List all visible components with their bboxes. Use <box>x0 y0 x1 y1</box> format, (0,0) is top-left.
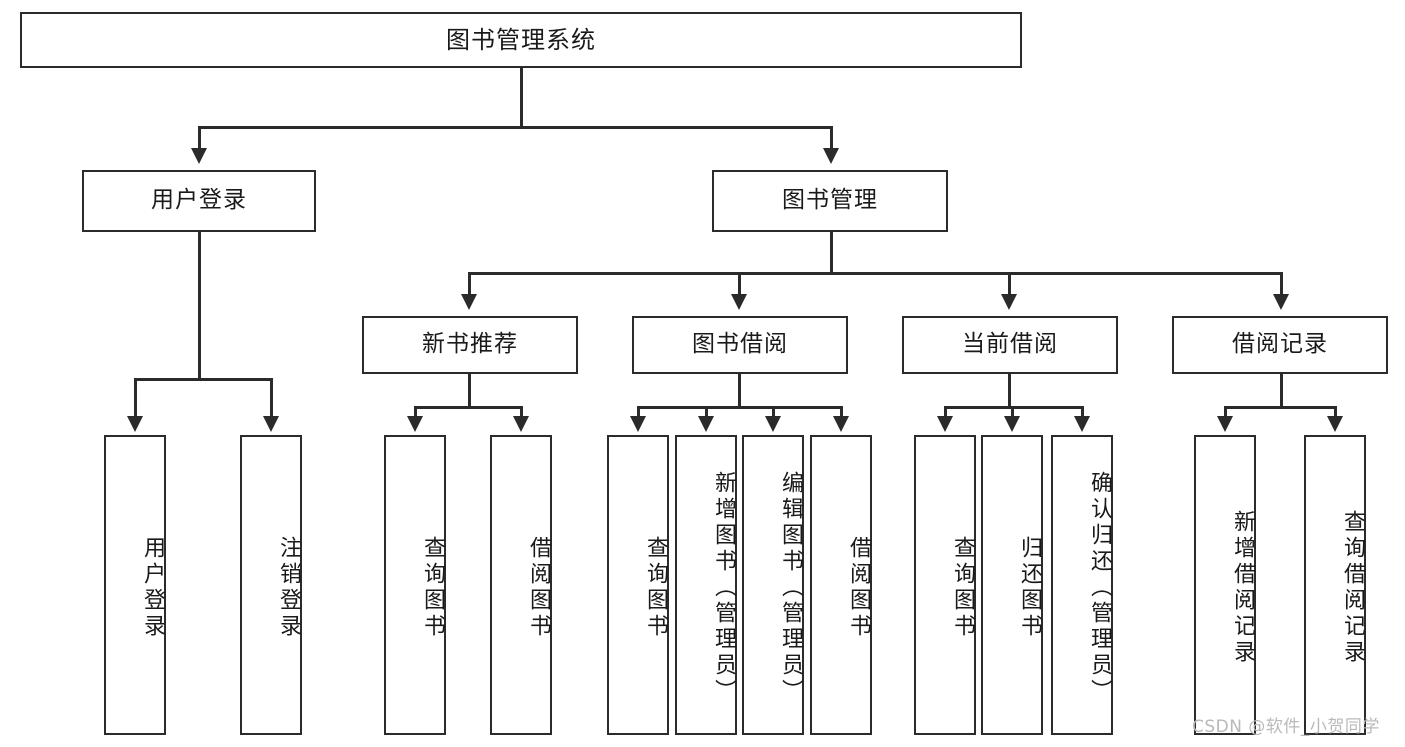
node-用户登录[interactable]: 用户登录 <box>82 170 316 232</box>
node-label: 借阅图书 <box>526 536 551 640</box>
node-label: 新增图书（管理员） <box>711 471 736 705</box>
node-label: 借阅记录 <box>1232 331 1328 358</box>
node-label: 图书管理系统 <box>446 25 596 54</box>
connector-图书借阅-bus <box>637 406 843 409</box>
node-label: 图书借阅 <box>692 331 788 358</box>
connector-借阅记录-drop-1 <box>1224 406 1227 416</box>
arrowhead-to-图书管理 <box>823 148 839 164</box>
leaf-图书借阅-借阅图书[interactable]: 借阅图书 <box>810 435 872 735</box>
leaf-当前借阅-确认归还[interactable]: 确认归还（管理员） <box>1051 435 1113 735</box>
connector-用户登录-bus <box>134 378 272 381</box>
connector-借阅记录-drop-2 <box>1334 406 1337 416</box>
arrowhead-to-用户登录-leaf-1 <box>127 416 143 432</box>
node-图书管理[interactable]: 图书管理 <box>712 170 948 232</box>
arrowhead-to-图书借阅-leaf-4 <box>833 416 849 432</box>
arrowhead-to-用户登录-leaf-2 <box>263 416 279 432</box>
connector-当前借阅-drop-2 <box>1011 406 1014 416</box>
connector-root-drop-2 <box>830 126 833 148</box>
watermark: CSDN @软件_小贺同学 <box>1192 717 1380 737</box>
connector-图书借阅-drop-1 <box>637 406 640 416</box>
node-label: 新书推荐 <box>422 331 518 358</box>
node-label: 归还图书 <box>1017 536 1042 640</box>
connector-新书推荐-drop-1 <box>414 406 417 416</box>
leaf-图书借阅-新增图书[interactable]: 新增图书（管理员） <box>675 435 737 735</box>
connector-新书推荐-drop-2 <box>520 406 523 416</box>
node-label: 注销登录 <box>276 536 301 640</box>
connector-图书管理-bus <box>468 272 1282 275</box>
connector-借阅记录-bus <box>1224 406 1336 409</box>
node-label: 确认归还（管理员） <box>1087 471 1112 705</box>
arrowhead-to-图书借阅-leaf-2 <box>698 416 714 432</box>
arrowhead-to-图书借阅-leaf-1 <box>630 416 646 432</box>
connector-当前借阅-drop-1 <box>944 406 947 416</box>
connector-当前借阅-bus <box>944 406 1084 409</box>
connector-图书管理-drop-3 <box>1008 272 1011 294</box>
leaf-当前借阅-归还图书[interactable]: 归还图书 <box>981 435 1043 735</box>
node-label: 编辑图书（管理员） <box>778 471 803 705</box>
node-root-图书管理系统[interactable]: 图书管理系统 <box>20 12 1022 68</box>
arrowhead-to-用户登录 <box>191 148 207 164</box>
arrowhead-to-当前借阅-leaf-2 <box>1004 416 1020 432</box>
connector-用户登录-drop-2 <box>270 378 273 416</box>
connector-新书推荐-bus <box>414 406 522 409</box>
connector-图书管理-drop-2 <box>738 272 741 294</box>
connector-root-bus <box>198 126 832 129</box>
arrowhead-to-借阅记录-leaf-2 <box>1327 416 1343 432</box>
arrowhead-to-当前借阅 <box>1001 294 1017 310</box>
arrowhead-to-新书推荐-leaf-1 <box>407 416 423 432</box>
connector-图书管理-drop-1 <box>468 272 471 294</box>
node-label: 查询图书 <box>420 536 445 640</box>
node-当前借阅[interactable]: 当前借阅 <box>902 316 1118 374</box>
node-label: 借阅图书 <box>846 536 871 640</box>
node-借阅记录[interactable]: 借阅记录 <box>1172 316 1388 374</box>
node-label: 图书管理 <box>782 187 878 214</box>
leaf-用户登录-用户登录[interactable]: 用户登录 <box>104 435 166 735</box>
leaf-图书借阅-编辑图书[interactable]: 编辑图书（管理员） <box>742 435 804 735</box>
leaf-新书推荐-查询图书[interactable]: 查询图书 <box>384 435 446 735</box>
leaf-用户登录-注销登录[interactable]: 注销登录 <box>240 435 302 735</box>
arrowhead-to-新书推荐 <box>461 294 477 310</box>
arrowhead-to-新书推荐-leaf-2 <box>513 416 529 432</box>
node-label: 查询借阅记录 <box>1340 510 1365 666</box>
connector-当前借阅-drop-3 <box>1081 406 1084 416</box>
leaf-新书推荐-借阅图书[interactable]: 借阅图书 <box>490 435 552 735</box>
arrowhead-to-借阅记录-leaf-1 <box>1217 416 1233 432</box>
arrowhead-to-当前借阅-leaf-3 <box>1074 416 1090 432</box>
node-label: 查询图书 <box>643 536 668 640</box>
arrowhead-to-借阅记录 <box>1273 294 1289 310</box>
node-图书借阅[interactable]: 图书借阅 <box>632 316 848 374</box>
leaf-借阅记录-查询借阅记录[interactable]: 查询借阅记录 <box>1304 435 1366 735</box>
connector-图书借阅-drop-3 <box>772 406 775 416</box>
node-label: 当前借阅 <box>962 331 1058 358</box>
connector-用户登录-stem <box>198 232 201 380</box>
leaf-借阅记录-新增借阅记录[interactable]: 新增借阅记录 <box>1194 435 1256 735</box>
connector-用户登录-drop-1 <box>134 378 137 416</box>
connector-图书管理-stem <box>830 232 833 274</box>
connector-新书推荐-stem <box>468 374 471 408</box>
node-新书推荐[interactable]: 新书推荐 <box>362 316 578 374</box>
arrowhead-to-当前借阅-leaf-1 <box>937 416 953 432</box>
arrowhead-to-图书借阅 <box>731 294 747 310</box>
arrowhead-to-图书借阅-leaf-3 <box>765 416 781 432</box>
connector-图书借阅-drop-2 <box>705 406 708 416</box>
connector-当前借阅-stem <box>1008 374 1011 408</box>
connector-图书借阅-stem <box>738 374 741 408</box>
node-label: 用户登录 <box>140 536 165 640</box>
leaf-图书借阅-查询图书[interactable]: 查询图书 <box>607 435 669 735</box>
leaf-当前借阅-查询图书[interactable]: 查询图书 <box>914 435 976 735</box>
connector-图书管理-drop-4 <box>1280 272 1283 294</box>
node-label: 用户登录 <box>151 187 247 214</box>
connector-root-stem <box>520 68 523 128</box>
connector-借阅记录-stem <box>1280 374 1283 408</box>
node-label: 查询图书 <box>950 536 975 640</box>
connector-root-drop-1 <box>198 126 201 148</box>
node-label: 新增借阅记录 <box>1230 510 1255 666</box>
connector-图书借阅-drop-4 <box>840 406 843 416</box>
